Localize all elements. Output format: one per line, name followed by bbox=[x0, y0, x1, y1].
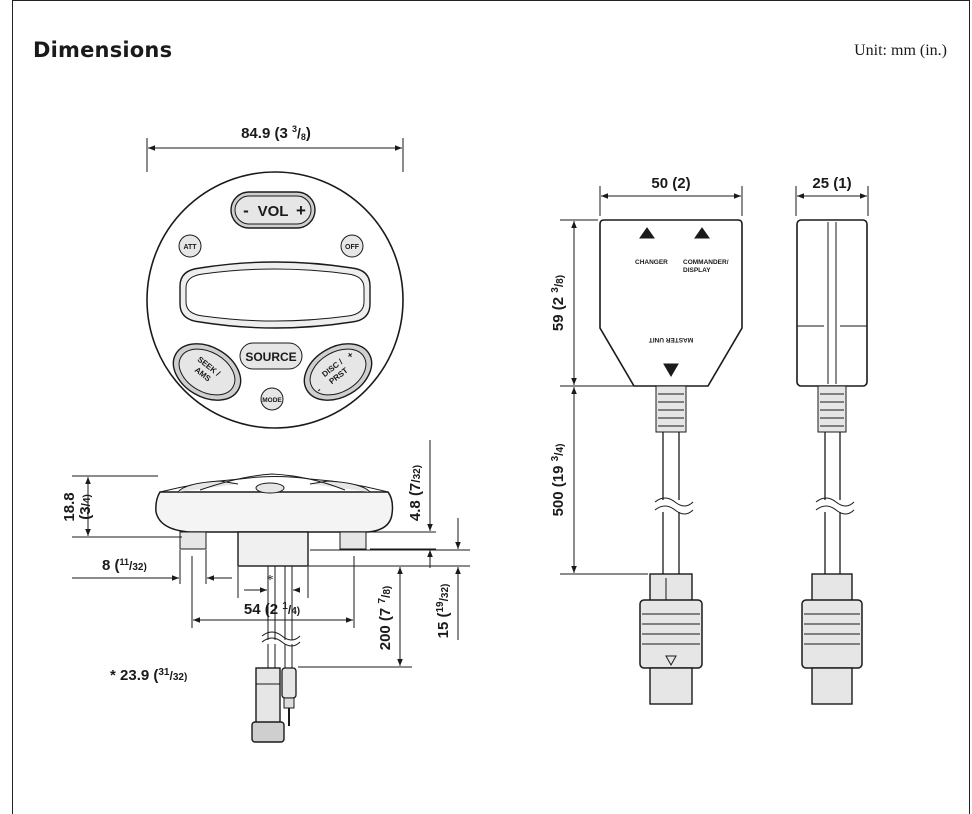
star-note: * 23.9 (31/32) bbox=[110, 667, 187, 684]
side-plug-tip bbox=[811, 667, 853, 705]
side-collar bbox=[817, 385, 847, 433]
vol-plus-label: + bbox=[296, 201, 306, 220]
master-unit-label: MASTER UNIT bbox=[649, 336, 693, 343]
mode-label: MODE bbox=[262, 397, 282, 404]
box-side-body bbox=[796, 219, 868, 387]
side-knob bbox=[255, 482, 285, 494]
break-mark bbox=[815, 497, 855, 507]
base-dim-label: 54 (2 1/4) bbox=[244, 601, 300, 618]
break-mark bbox=[654, 505, 694, 515]
foot-right bbox=[339, 531, 367, 550]
cable-plug bbox=[255, 667, 281, 725]
changer-label: CHANGER bbox=[635, 259, 668, 266]
box-body bbox=[599, 219, 743, 387]
disc-button-inner bbox=[309, 348, 367, 396]
off-label: OFF bbox=[345, 244, 360, 251]
disc-plus-label: + bbox=[345, 349, 355, 360]
source-button bbox=[239, 342, 303, 370]
box-height-label: 59 (2 3/8) bbox=[550, 275, 567, 331]
att-label: ATT bbox=[183, 244, 197, 251]
cable-plug-end bbox=[251, 721, 285, 743]
page-frame bbox=[12, 0, 970, 814]
vol-label: VOL bbox=[258, 203, 289, 220]
off-button bbox=[340, 234, 364, 258]
seek-button-inner bbox=[178, 348, 236, 396]
commander-arrow-icon bbox=[694, 227, 710, 239]
side-body bbox=[155, 491, 394, 533]
att-button bbox=[178, 234, 202, 258]
commander-display-label-2: DISPLAY bbox=[683, 267, 711, 274]
mini-jack-ring bbox=[283, 697, 295, 709]
width-dim-label: 84.9 (3 3/8) bbox=[241, 124, 311, 142]
break-mark bbox=[261, 631, 301, 641]
pin-dim-label: 8 (11/32) bbox=[102, 557, 147, 574]
din-plug-tip bbox=[649, 667, 693, 705]
center-boss bbox=[237, 531, 309, 567]
display-window bbox=[185, 268, 365, 322]
side-crest bbox=[199, 473, 346, 491]
foot-left bbox=[179, 531, 207, 550]
commander-body bbox=[146, 171, 404, 429]
disc-minus-label: - bbox=[314, 385, 323, 395]
din-plug-neck bbox=[649, 573, 693, 603]
unit-note: Unit: mm (in.) bbox=[854, 42, 947, 59]
master-arrow-icon bbox=[663, 363, 679, 377]
mini-jack bbox=[281, 667, 297, 699]
box-cable-label: 500 (19 3/4) bbox=[550, 444, 567, 517]
box-width-label: 50 (2) bbox=[651, 175, 690, 192]
break-mark bbox=[261, 637, 301, 647]
vol-minus-label: - bbox=[243, 201, 249, 220]
side-button-right bbox=[309, 480, 371, 493]
side-button-left bbox=[177, 480, 239, 493]
mode-button bbox=[260, 387, 284, 411]
commander-front-view bbox=[146, 138, 404, 429]
break-mark bbox=[815, 505, 855, 515]
height-dim-label: 18.8 bbox=[61, 492, 78, 521]
box-cable-collar bbox=[655, 385, 687, 433]
vol-button-inner bbox=[234, 195, 312, 225]
box-front-view bbox=[560, 186, 743, 705]
source-label: SOURCE bbox=[245, 350, 296, 364]
box-depth-label: 25 (1) bbox=[812, 175, 851, 192]
cable-length-dim-label: 200 (7 7/8) bbox=[377, 586, 394, 651]
foot-dim-label: 4.8 (7/32) bbox=[407, 465, 424, 521]
side-plug-neck bbox=[811, 573, 853, 603]
break-mark bbox=[654, 497, 694, 507]
page-title: Dimensions bbox=[33, 38, 173, 62]
cable-dia-dim-label: 15 (19/32) bbox=[435, 584, 452, 639]
changer-arrow-icon bbox=[639, 227, 655, 239]
commander-display-label-1: COMMANDER/ bbox=[683, 259, 729, 266]
commander-side-view bbox=[72, 440, 470, 743]
box-side-view bbox=[795, 186, 869, 705]
height-dim-frac: (3/4) bbox=[77, 494, 94, 520]
star-marker: * bbox=[267, 573, 274, 588]
plug-arrow-icon bbox=[665, 655, 677, 667]
